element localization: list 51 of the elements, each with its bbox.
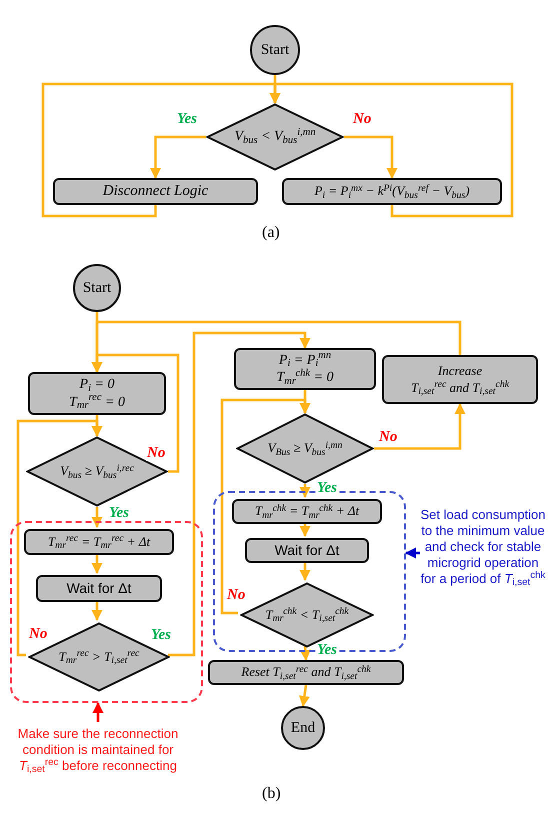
node-text: Start xyxy=(260,40,290,60)
leader-arrow xyxy=(405,548,420,558)
node-text: Start xyxy=(82,278,112,298)
annotation-text: Make sure the reconnection condition is maintained for T$_{i,set}$$^{rec}$ before reconnecting xyxy=(16,726,180,774)
flow-arrow xyxy=(298,684,310,707)
decision-diamond xyxy=(26,436,168,507)
caption-label: (a) xyxy=(262,223,280,243)
dashed-group-box xyxy=(10,521,203,703)
node-text: Wait for Δt xyxy=(66,580,132,598)
decision-diamond xyxy=(236,413,374,484)
process-box xyxy=(234,348,376,390)
process-box xyxy=(245,538,369,563)
flow-arrow xyxy=(374,403,466,450)
node-text: Increase xyxy=(438,363,482,380)
edge-label: Yes xyxy=(316,481,338,496)
decision-diamond xyxy=(28,622,170,692)
caption-label: (b) xyxy=(262,784,281,804)
node-text: Wait for Δt xyxy=(274,542,340,560)
flow-arrow xyxy=(220,398,310,614)
decision-diamond xyxy=(206,103,344,171)
process-box xyxy=(232,499,382,524)
node-text: P$_{i}$ = 0 xyxy=(80,376,114,394)
process-box xyxy=(28,372,166,415)
node-text: T$_{mr}$$^{rec}$ = 0 xyxy=(69,394,125,411)
flow-arrow xyxy=(300,561,310,581)
process-box xyxy=(282,178,502,205)
flow-arrow xyxy=(300,484,310,498)
node-text: Disconnect Logic xyxy=(102,182,208,201)
flow-arrow xyxy=(168,332,310,656)
process-box xyxy=(24,529,174,555)
flow-arrow xyxy=(92,320,462,373)
node-text: T$_{mr}$$^{rec}$ = T$_{mr}$$^{rec}$ + Δt xyxy=(48,534,150,550)
flow-arrow xyxy=(16,420,102,656)
process-box xyxy=(36,575,162,602)
flow-arrow xyxy=(300,522,310,537)
node-text: T$_{mr}$$^{chk}$ = 0 xyxy=(276,369,334,386)
process-box xyxy=(53,178,258,205)
process-box xyxy=(208,660,404,685)
flow-arrow xyxy=(92,600,102,621)
flow-arrow xyxy=(300,646,311,661)
process-box xyxy=(382,355,538,404)
flow-arrow xyxy=(150,136,206,179)
node-text: T$_{mr}$$^{chk}$ = T$_{mr}$$^{chk}$ + Δt xyxy=(254,503,360,520)
flow-arrow xyxy=(344,136,398,179)
node-text: P$_{i}$ = P$_{i}$$^{mx}$ − k$^{Pi}$(V$_{bus}$$^{ref}$ − V$_{bus}$) xyxy=(314,183,470,200)
edge-label: No xyxy=(146,446,166,461)
node-text: End xyxy=(290,718,316,738)
leader-arrow xyxy=(92,702,104,722)
flow-arrow xyxy=(92,507,102,528)
flow-arrow xyxy=(92,553,102,574)
flow-arrow xyxy=(270,82,514,218)
